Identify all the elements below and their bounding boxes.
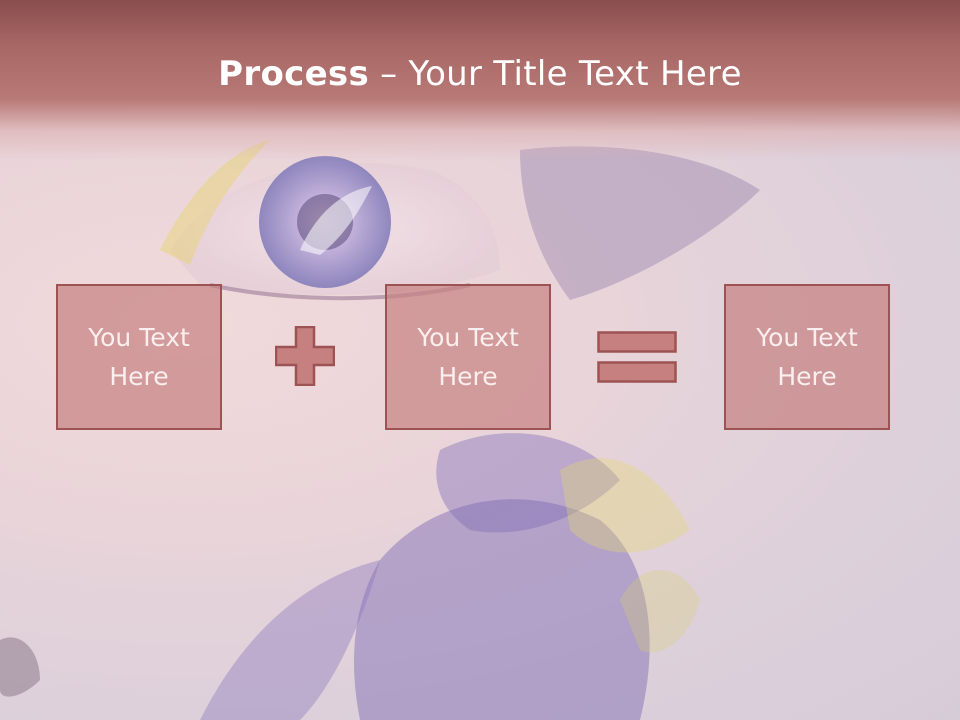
process-box-3-text: You Text Here xyxy=(756,323,858,391)
equals-icon xyxy=(597,331,677,383)
plus-icon xyxy=(275,326,335,386)
title-bold: Process xyxy=(218,54,370,94)
process-box-2: You Text Here xyxy=(385,284,551,430)
title-rest: – Your Title Text Here xyxy=(369,54,742,94)
process-box-2-text: You Text Here xyxy=(417,323,519,391)
process-box-1-text: You Text Here xyxy=(88,323,190,391)
process-box-1: You Text Here xyxy=(56,284,222,430)
process-box-3: You Text Here xyxy=(724,284,890,430)
title-bar: Process – Your Title Text Here xyxy=(0,0,960,160)
slide-title: Process – Your Title Text Here xyxy=(0,52,960,96)
